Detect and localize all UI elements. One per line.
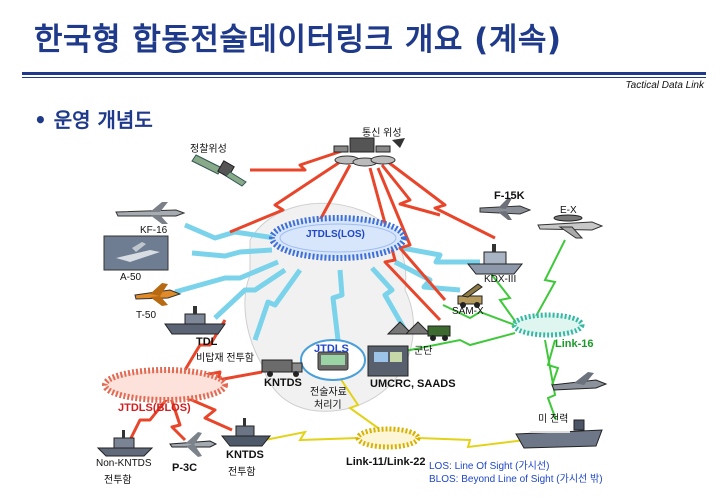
kf16-jet-icon [115, 202, 186, 224]
kf16-label: KF-16 [140, 225, 168, 236]
jtdls-label: JTDLS [314, 343, 349, 355]
link11-links [264, 377, 526, 449]
jtdls-blos-label: JTDLS(BLOS) [118, 402, 191, 414]
recon-satellite-icon [191, 154, 247, 187]
a50-aircraft-photo [103, 235, 169, 271]
samx-launcher-icon [457, 283, 483, 308]
legend: LOS: Line Of Sight (가시선) BLOS: Beyond Li… [429, 460, 603, 486]
ex-label: E-X [560, 205, 577, 216]
legend-los: LOS: Line Of Sight (가시선) [429, 461, 550, 472]
a50-label: A-50 [120, 272, 142, 283]
us-fighter-icon [551, 372, 608, 391]
kntds-ship-icon [220, 418, 272, 447]
jtdls-center-bubble [300, 339, 366, 381]
jtdls-los-ring [269, 215, 407, 261]
t50-jet-icon [134, 283, 182, 306]
tdl-label-line2: 비탑재 전투함 [196, 353, 254, 364]
f15k-jet-icon [479, 198, 532, 220]
section-subtitle: Tactical Data Link [625, 80, 704, 91]
non-kntds-ship-icon [96, 430, 154, 457]
umcrc-label: UMCRC, SAADS [370, 378, 456, 390]
link11-ring [355, 426, 421, 450]
bullet-symbol: • [34, 108, 47, 132]
f15k-label: F-15K [494, 190, 525, 202]
bullet-heading: • 운영 개념도 [34, 104, 153, 133]
jtdls-blos-ring [102, 367, 228, 403]
recon-satellite-label: 정찰위성 [190, 144, 227, 155]
kdx3-label: KDX-III [484, 274, 517, 285]
t50-label: T-50 [136, 310, 157, 321]
link16-links [399, 239, 566, 421]
kntds-bottom-label-line2: 전투함 [228, 467, 256, 478]
los-links [174, 222, 480, 341]
p3c-aircraft-icon [169, 432, 218, 457]
comm-satellite-label: 통신 위성 [362, 128, 402, 139]
non-kntds-label-line1: Non-KNTDS [96, 458, 152, 469]
page-title: 한국형 합동전술데이터링크 개요 (계속) [34, 22, 562, 58]
kntds-vehicle-icon [261, 359, 303, 377]
p3c-label: P-3C [172, 462, 198, 474]
title-divider-thin [22, 77, 706, 78]
bullet-text: 운영 개념도 [53, 108, 153, 132]
tdl-label-line1: TDL [196, 336, 218, 348]
tac-processor-label-line1: 전술자료 [310, 387, 347, 398]
comm-satellite-icon [333, 137, 405, 167]
umcrc-facility-photo [367, 345, 409, 377]
kntds-top-label: KNTDS [264, 377, 302, 389]
kntds-bottom-label-line1: KNTDS [226, 449, 264, 461]
tac-processor-label-line2: 처리기 [314, 400, 342, 411]
ex-aircraft-icon [537, 214, 604, 239]
samx-label: SAM-X [452, 306, 484, 317]
link16-ring [511, 312, 585, 338]
link16-label: Link-16 [555, 338, 594, 350]
link11-22-label: Link-11/Link-22 [346, 456, 426, 468]
us-forces-label: 미 전력 [538, 414, 569, 425]
tdl-ship-icon [164, 306, 226, 335]
title-divider [22, 72, 706, 75]
army-corps-icon [386, 321, 451, 341]
army-label: 군단 [414, 346, 433, 357]
jtdls-los-label: JTDLS(LOS) [306, 229, 365, 240]
kdx3-ship-icon [466, 244, 524, 275]
non-kntds-label-line2: 전투함 [104, 475, 132, 486]
legend-blos: BLOS: Beyond Line of Sight (가시선 밖) [429, 474, 603, 485]
us-carrier-icon [515, 419, 603, 449]
